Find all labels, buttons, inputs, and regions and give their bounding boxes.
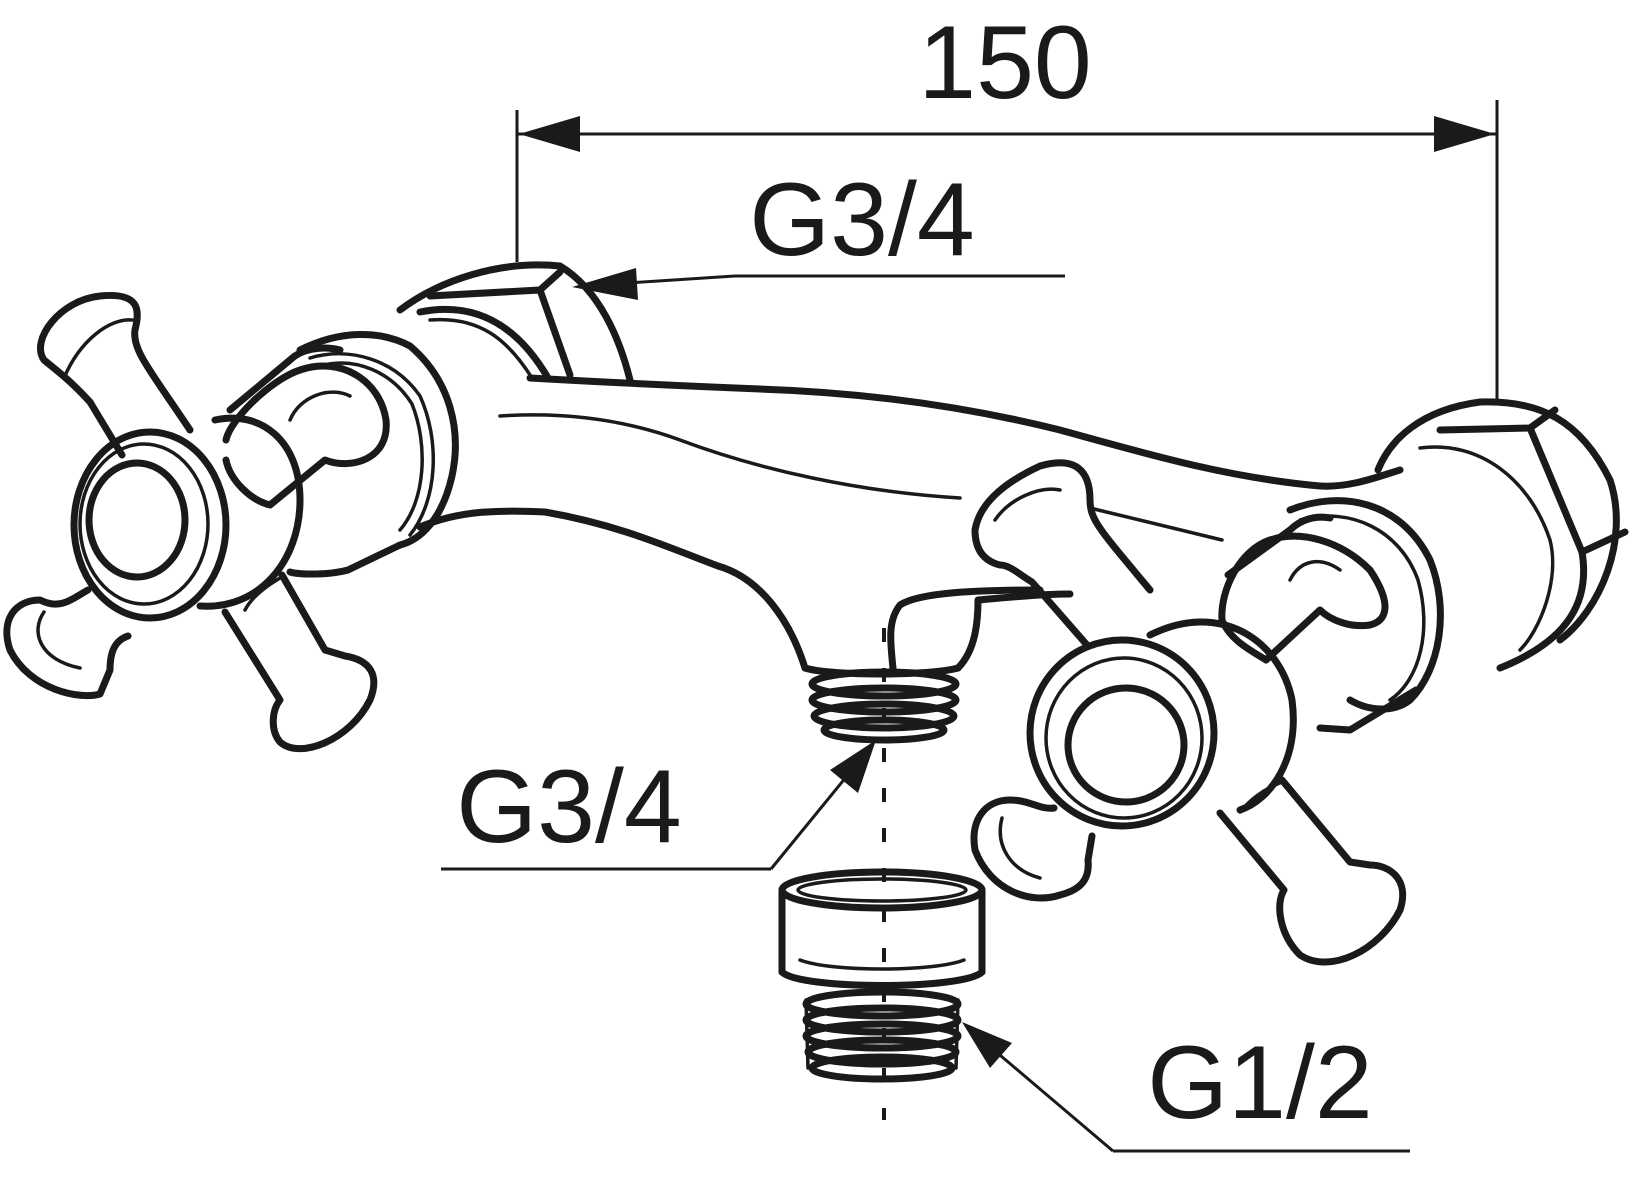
dim-arrow-right bbox=[1434, 116, 1495, 152]
left-bonnet-ring-2 bbox=[318, 361, 424, 532]
outlet-spout-inner bbox=[887, 586, 1044, 672]
callout-label-outlet-g34: G3/4 bbox=[456, 749, 681, 865]
right-handle-arm-back-inner bbox=[1288, 560, 1342, 582]
right-handle-arm-left-inner bbox=[998, 816, 1042, 880]
body-bottom-contour bbox=[416, 507, 809, 672]
dim-arrow-left bbox=[519, 116, 580, 152]
left-handle-arm-bottom-inner bbox=[243, 576, 282, 612]
right-handle-cap-ring bbox=[1044, 656, 1204, 820]
mixer-body bbox=[416, 374, 1404, 744]
body-inner-contour-right bbox=[1088, 506, 1224, 542]
left-bonnet-stem bbox=[226, 344, 344, 414]
leader-top-arrow bbox=[572, 268, 638, 300]
right-valve-bonnet bbox=[1224, 497, 1444, 734]
left-bonnet-ring bbox=[308, 352, 435, 537]
left-nut-edge bbox=[536, 286, 574, 379]
right-connection-nut bbox=[1374, 398, 1629, 672]
left-valve-bonnet bbox=[226, 330, 459, 578]
callout-label-top-g34: G3/4 bbox=[749, 162, 974, 278]
adapter-thread-left bbox=[804, 998, 810, 1070]
left-handle-arm-back[interactable] bbox=[222, 362, 390, 509]
dimension-label-150: 150 bbox=[918, 5, 1092, 121]
right-nut-bottom bbox=[1496, 548, 1588, 672]
adapter-thread bbox=[802, 988, 962, 1083]
outlet-thread bbox=[808, 668, 960, 744]
right-nut-inner bbox=[1418, 445, 1555, 652]
left-bonnet-lower bbox=[286, 541, 404, 578]
callout-outlet-g34: G3/4 bbox=[441, 740, 876, 871]
left-handle-cap-inner bbox=[85, 459, 189, 581]
right-handle-cap-inner bbox=[1064, 684, 1188, 806]
right-handle-arm-bottom[interactable] bbox=[1216, 776, 1407, 966]
right-bonnet-lower bbox=[1316, 686, 1420, 734]
left-handle-arm-top[interactable] bbox=[37, 291, 194, 459]
body-top-contour bbox=[526, 374, 1404, 490]
right-handle-cap-outer bbox=[1026, 636, 1218, 830]
callout-adapter-g12: G1/2 bbox=[962, 1022, 1410, 1153]
right-handle-arm-top-inner bbox=[993, 487, 1062, 522]
right-cross-handle[interactable] bbox=[970, 459, 1407, 966]
left-handle-arm-back-inner bbox=[288, 390, 352, 422]
left-nut-inner bbox=[416, 305, 552, 382]
right-handle-arm-left[interactable] bbox=[970, 796, 1096, 902]
left-handle-arm-top-inner bbox=[62, 318, 134, 380]
left-cross-handle[interactable] bbox=[3, 291, 390, 753]
thread-adapter bbox=[778, 868, 986, 1083]
adapter-lower-line bbox=[798, 958, 966, 971]
right-handle-arm-top[interactable] bbox=[971, 459, 1154, 649]
adapter-thread-right bbox=[954, 998, 960, 1070]
callout-top-g34: G3/4 bbox=[572, 162, 1065, 300]
left-connection-nut bbox=[396, 261, 634, 384]
left-handle-cap-outer bbox=[70, 428, 230, 622]
left-nut-inner-2 bbox=[428, 317, 534, 380]
adapter-lower-rim bbox=[778, 968, 986, 989]
left-nut-outer bbox=[396, 261, 634, 384]
leader-outlet-arrow bbox=[830, 740, 876, 793]
callout-label-adapter-g12: G1/2 bbox=[1147, 1025, 1372, 1141]
leader-adapter-arrow bbox=[962, 1022, 1012, 1068]
left-handle-arm-bottom[interactable] bbox=[221, 571, 378, 753]
right-handle-arm-back[interactable] bbox=[1218, 532, 1389, 664]
left-bonnet-outer bbox=[296, 330, 459, 549]
right-nut-outer bbox=[1374, 398, 1620, 644]
left-handle-arm-left-inner bbox=[36, 610, 82, 670]
right-bonnet-ring bbox=[1298, 514, 1426, 702]
right-bonnet-stem bbox=[1224, 513, 1334, 579]
left-handle-cap-ring bbox=[78, 442, 210, 606]
body-inner-contour bbox=[498, 413, 962, 500]
width-dimension: 150 bbox=[515, 5, 1499, 404]
left-handle-arm-left[interactable] bbox=[3, 586, 132, 700]
right-bonnet-outer bbox=[1286, 497, 1444, 713]
right-handle-arm-bottom-inner bbox=[1238, 780, 1284, 814]
adapter-top-bore bbox=[796, 877, 968, 903]
left-handle-hub bbox=[196, 414, 304, 610]
